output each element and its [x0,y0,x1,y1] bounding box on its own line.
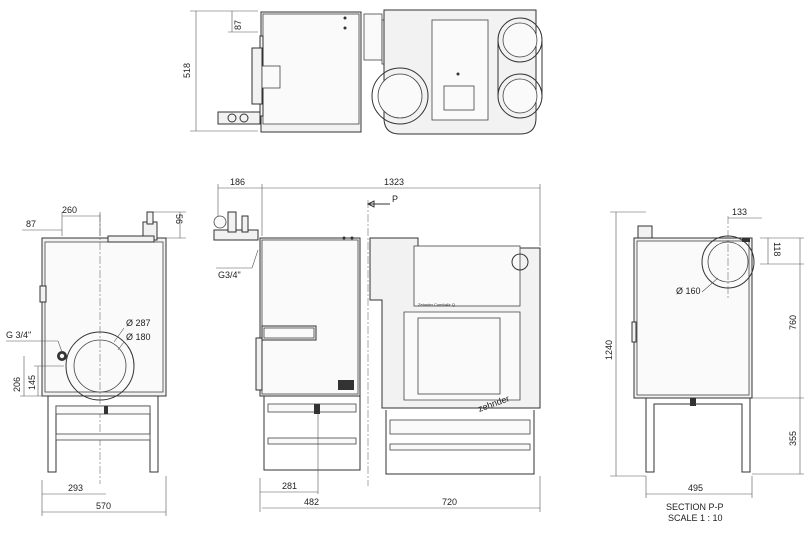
label-thread-side: G3/4" [218,270,241,280]
dim-56: 56 [174,214,184,224]
dim-118: 118 [772,242,782,256]
dim-495: 495 [688,483,703,493]
dim-145: 145 [27,375,37,390]
scale-label: SCALE 1 : 10 [668,513,723,523]
panel-text: Zehnder ComfoAir Q [418,302,455,307]
section-marker-p: P [392,194,398,204]
dim-720: 720 [442,497,457,507]
dim-260: 260 [62,205,77,215]
label-diam-160: Ø 160 [676,286,701,296]
top-view: 518 87 [182,9,543,135]
label-diam-180: Ø 180 [126,332,151,342]
label-thread-front: G 3/4" [6,330,31,340]
dim-186: 186 [230,177,245,187]
dim-482: 482 [304,497,319,507]
dim-518: 518 [182,63,192,78]
dim-1323: 1323 [384,177,404,187]
dim-355: 355 [788,431,798,446]
label-diam-287: Ø 287 [126,318,151,328]
dim-1240: 1240 [604,340,614,360]
dim-281: 281 [282,481,297,491]
dim-206: 206 [12,377,22,392]
side-view: 186 1323 P G3/4" zehnder Zehnder Comf [213,177,541,512]
section-title: SECTION P-P [666,502,724,512]
front-view: 260 87 56 Ø 287 Ø 180 G 3/4" 206 [6,205,186,516]
dim-133: 133 [732,207,747,217]
dim-570: 570 [96,501,111,511]
dim-760: 760 [788,315,798,330]
section-view: 133 118 Ø 160 760 355 1240 [604,207,804,523]
dim-293: 293 [68,483,83,493]
dim-87-front: 87 [26,219,36,229]
dim-87-top: 87 [233,20,243,30]
